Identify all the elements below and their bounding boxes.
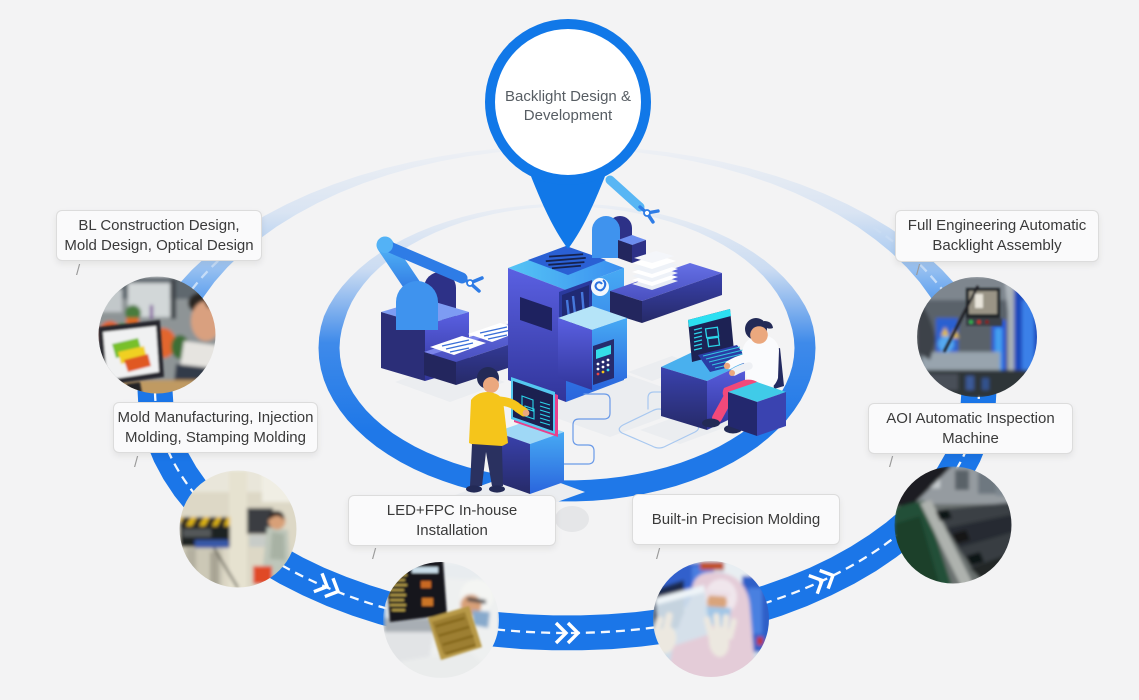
svg-text:Development: Development (524, 107, 613, 124)
svg-text:Backlight Design &: Backlight Design & (505, 88, 631, 105)
